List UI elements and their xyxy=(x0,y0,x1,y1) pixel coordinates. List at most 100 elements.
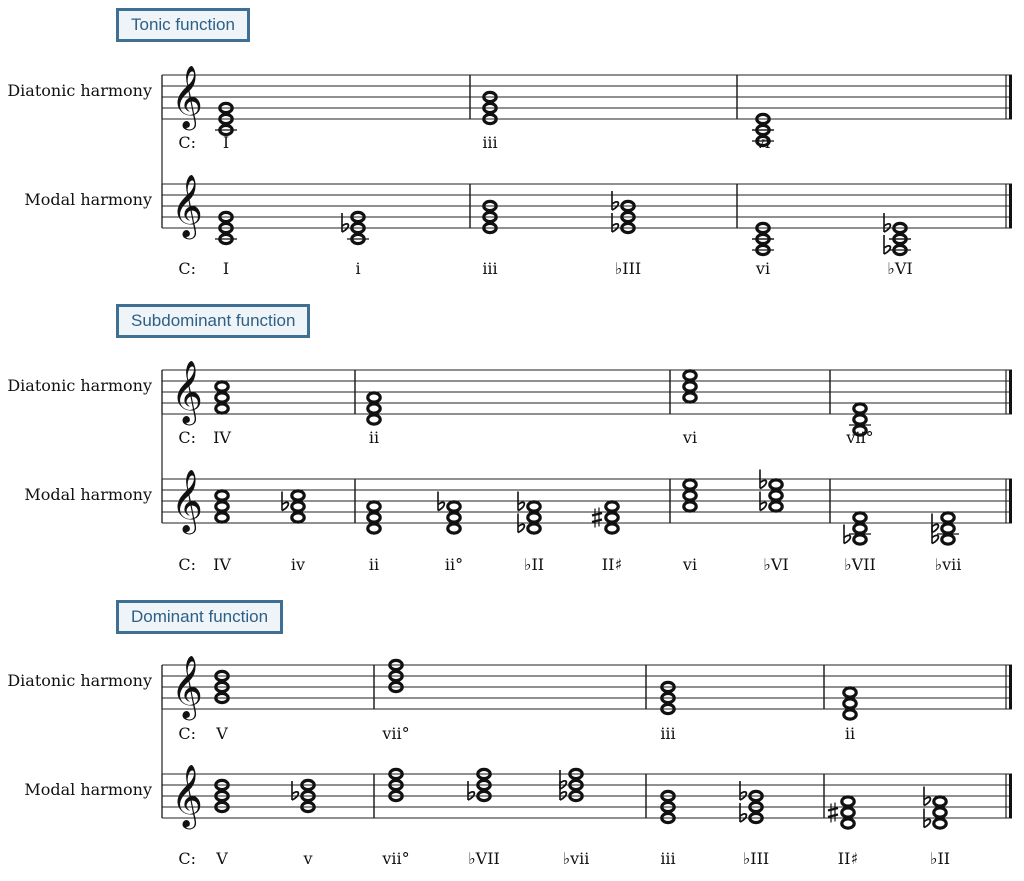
note-head xyxy=(940,511,956,524)
flat-accidental-icon xyxy=(923,786,932,807)
roman-numeral: iii xyxy=(660,724,675,743)
note-head xyxy=(446,500,462,513)
roman-numeral: ii xyxy=(369,555,379,574)
roman-numeral: ♭III xyxy=(615,259,642,278)
note-head xyxy=(214,402,230,415)
note-head xyxy=(350,210,366,224)
flat-accidental-icon xyxy=(281,491,290,512)
note-head xyxy=(682,391,698,404)
flat-accidental-icon xyxy=(883,235,892,255)
note-head xyxy=(366,522,382,535)
note-head xyxy=(842,686,858,699)
note-head xyxy=(604,511,620,524)
note-head xyxy=(852,522,868,535)
roman-numeral: ♭vii xyxy=(935,555,962,574)
chord xyxy=(214,489,230,524)
chord xyxy=(611,191,636,235)
note-head xyxy=(482,101,498,115)
key-label: C: xyxy=(178,849,196,868)
note-head xyxy=(214,691,230,705)
chord xyxy=(214,669,230,705)
row-label: Modal harmony xyxy=(24,780,152,799)
note-head xyxy=(366,511,382,524)
note-head xyxy=(388,767,404,781)
roman-numeral: I xyxy=(223,259,229,278)
chord xyxy=(883,213,911,257)
roman-numeral: iii xyxy=(660,849,675,868)
note-head xyxy=(682,489,698,502)
roman-numeral: ♭VI xyxy=(763,555,788,574)
note-head xyxy=(446,522,462,535)
note-head xyxy=(842,697,858,710)
note-head xyxy=(388,680,404,694)
note-head xyxy=(214,680,230,694)
chord xyxy=(482,199,498,235)
flat-accidental-icon xyxy=(517,491,526,512)
note-head xyxy=(300,789,316,803)
roman-numeral: ♭VII xyxy=(844,555,876,574)
note-head xyxy=(218,112,234,126)
note-head xyxy=(604,522,620,535)
roman-numeral: II♯ xyxy=(838,849,858,868)
note-head xyxy=(300,800,316,814)
note-head xyxy=(892,221,908,235)
note-head xyxy=(682,478,698,491)
note-head xyxy=(290,511,306,524)
note-head xyxy=(388,789,404,803)
note-head xyxy=(214,489,230,502)
row-label: Modal harmony xyxy=(24,190,152,209)
note-head xyxy=(892,243,908,257)
note-head xyxy=(620,210,636,224)
chord xyxy=(849,402,871,437)
roman-numeral: vii° xyxy=(381,724,409,743)
note-head xyxy=(214,778,230,792)
roman-numeral: I xyxy=(223,133,229,152)
flat-accidental-icon xyxy=(739,781,748,801)
chord xyxy=(842,686,858,721)
chord xyxy=(660,789,676,825)
chord xyxy=(759,469,784,513)
note-head xyxy=(660,811,676,825)
flat-accidental-icon xyxy=(883,213,892,233)
note-head xyxy=(446,511,462,524)
key-label: C: xyxy=(178,724,196,743)
note-head xyxy=(604,500,620,513)
note-head xyxy=(932,817,948,830)
note-head xyxy=(755,134,771,148)
roman-numeral: ii° xyxy=(445,555,463,574)
roman-numeral: II♯ xyxy=(602,555,622,574)
roman-numeral: V xyxy=(215,849,228,868)
roman-numeral: ii xyxy=(845,724,855,743)
note-head xyxy=(526,511,542,524)
chord xyxy=(388,658,404,694)
note-head xyxy=(482,210,498,224)
note-head xyxy=(214,391,230,404)
note-head xyxy=(840,806,856,819)
note-head xyxy=(388,778,404,792)
chord xyxy=(366,391,382,426)
roman-numeral: ♭VII xyxy=(468,849,500,868)
note-head xyxy=(476,789,492,803)
sharp-accidental-icon xyxy=(827,802,839,823)
treble-clef-icon: 𝄞 xyxy=(171,764,203,830)
note-head xyxy=(350,221,366,235)
note-head xyxy=(482,221,498,235)
note-head xyxy=(852,413,868,426)
flat-accidental-icon xyxy=(759,469,768,490)
row-label: Modal harmony xyxy=(24,485,152,504)
flat-accidental-icon xyxy=(467,781,476,801)
roman-numeral: v xyxy=(302,849,312,868)
treble-clef-icon: 𝄞 xyxy=(171,655,203,721)
chord xyxy=(559,767,584,803)
roman-numeral: i xyxy=(355,259,360,278)
note-head xyxy=(620,199,636,213)
roman-numeral: vii° xyxy=(845,428,873,447)
roman-numeral: V xyxy=(215,724,228,743)
note-head xyxy=(476,778,492,792)
roman-numeral: vi xyxy=(755,259,770,278)
chord xyxy=(517,491,542,535)
flat-accidental-icon xyxy=(739,803,748,823)
